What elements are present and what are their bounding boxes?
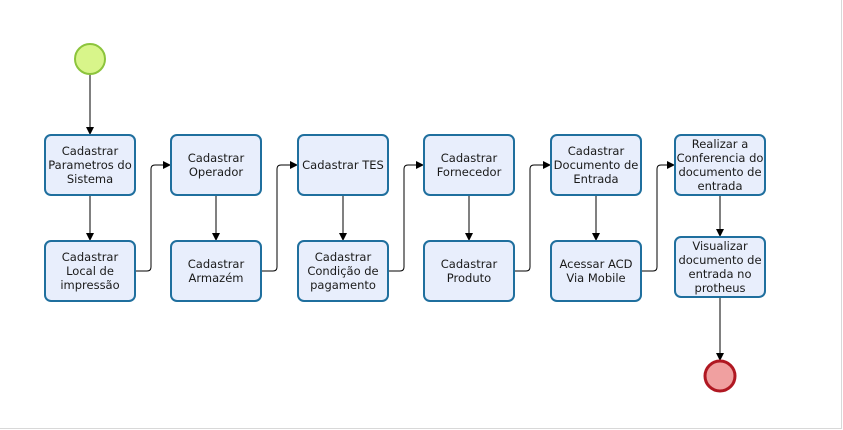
task-box [44, 134, 136, 196]
task-label-line: Cadastrar [441, 151, 498, 165]
end-event-end-circle [703, 359, 737, 393]
flow-t8-to-t9 [514, 161, 551, 272]
task-label-line: Cadastrar [568, 144, 625, 158]
task-box [297, 240, 389, 302]
task-box [550, 240, 642, 302]
task-label-line: Produto [447, 271, 491, 285]
task-box [170, 134, 262, 196]
task-label-line: Visualizar [692, 239, 748, 253]
task-label-line: Acessar ACD [559, 257, 632, 271]
task-label-line: Entrada [573, 172, 618, 186]
task-label-line: Cadastrar [315, 250, 372, 264]
flow-t2-to-t3 [135, 161, 171, 272]
task-label-line: documento de [678, 253, 761, 267]
start-event-start-circle [74, 43, 106, 75]
task-box [423, 134, 515, 196]
connectors [86, 74, 724, 361]
task-label-line: Condição de [307, 264, 378, 278]
task-label-line: protheus [695, 281, 746, 295]
task-label-line: Cadastrar [188, 151, 245, 165]
task-label-line: Realizar a [692, 137, 749, 151]
task-label-line: pagamento [310, 278, 376, 292]
task-label-line: Armazém [189, 271, 244, 285]
task-box [550, 134, 642, 196]
task-label-line: Local de [66, 264, 114, 278]
task-box [674, 236, 766, 298]
task-label-line: Documento de [554, 158, 639, 172]
task-label-line: Sistema [67, 172, 113, 186]
task-label-line: Cadastrar TES [302, 158, 384, 172]
flow-t10-to-t11 [641, 161, 675, 272]
task-box [44, 240, 136, 302]
task-label-line: entrada [698, 179, 743, 193]
task-label-line: Operador [189, 165, 244, 179]
task-label-line: Parametros do [48, 158, 132, 172]
task-label: Cadastrar TES [302, 158, 384, 172]
task-label-line: Conferencia do [677, 151, 764, 165]
task-box [170, 240, 262, 302]
task-label-line: impressão [60, 278, 119, 292]
task-label-line: Via Mobile [566, 271, 625, 285]
flow-t4-to-t5 [261, 161, 298, 272]
task-box [423, 240, 515, 302]
flow-t6-to-t7 [388, 161, 424, 272]
task-label-line: documento de [678, 165, 761, 179]
task-box [674, 134, 766, 196]
task-label-line: Fornecedor [437, 165, 502, 179]
task-node-t5: Cadastrar TES [297, 134, 389, 196]
task-label-line: Cadastrar [441, 257, 498, 271]
task-label-line: Cadastrar [62, 144, 119, 158]
task-label-line: Cadastrar [62, 250, 119, 264]
task-box [297, 134, 389, 196]
task-label-line: Cadastrar [188, 257, 245, 271]
task-label-line: entrada no [689, 267, 752, 281]
